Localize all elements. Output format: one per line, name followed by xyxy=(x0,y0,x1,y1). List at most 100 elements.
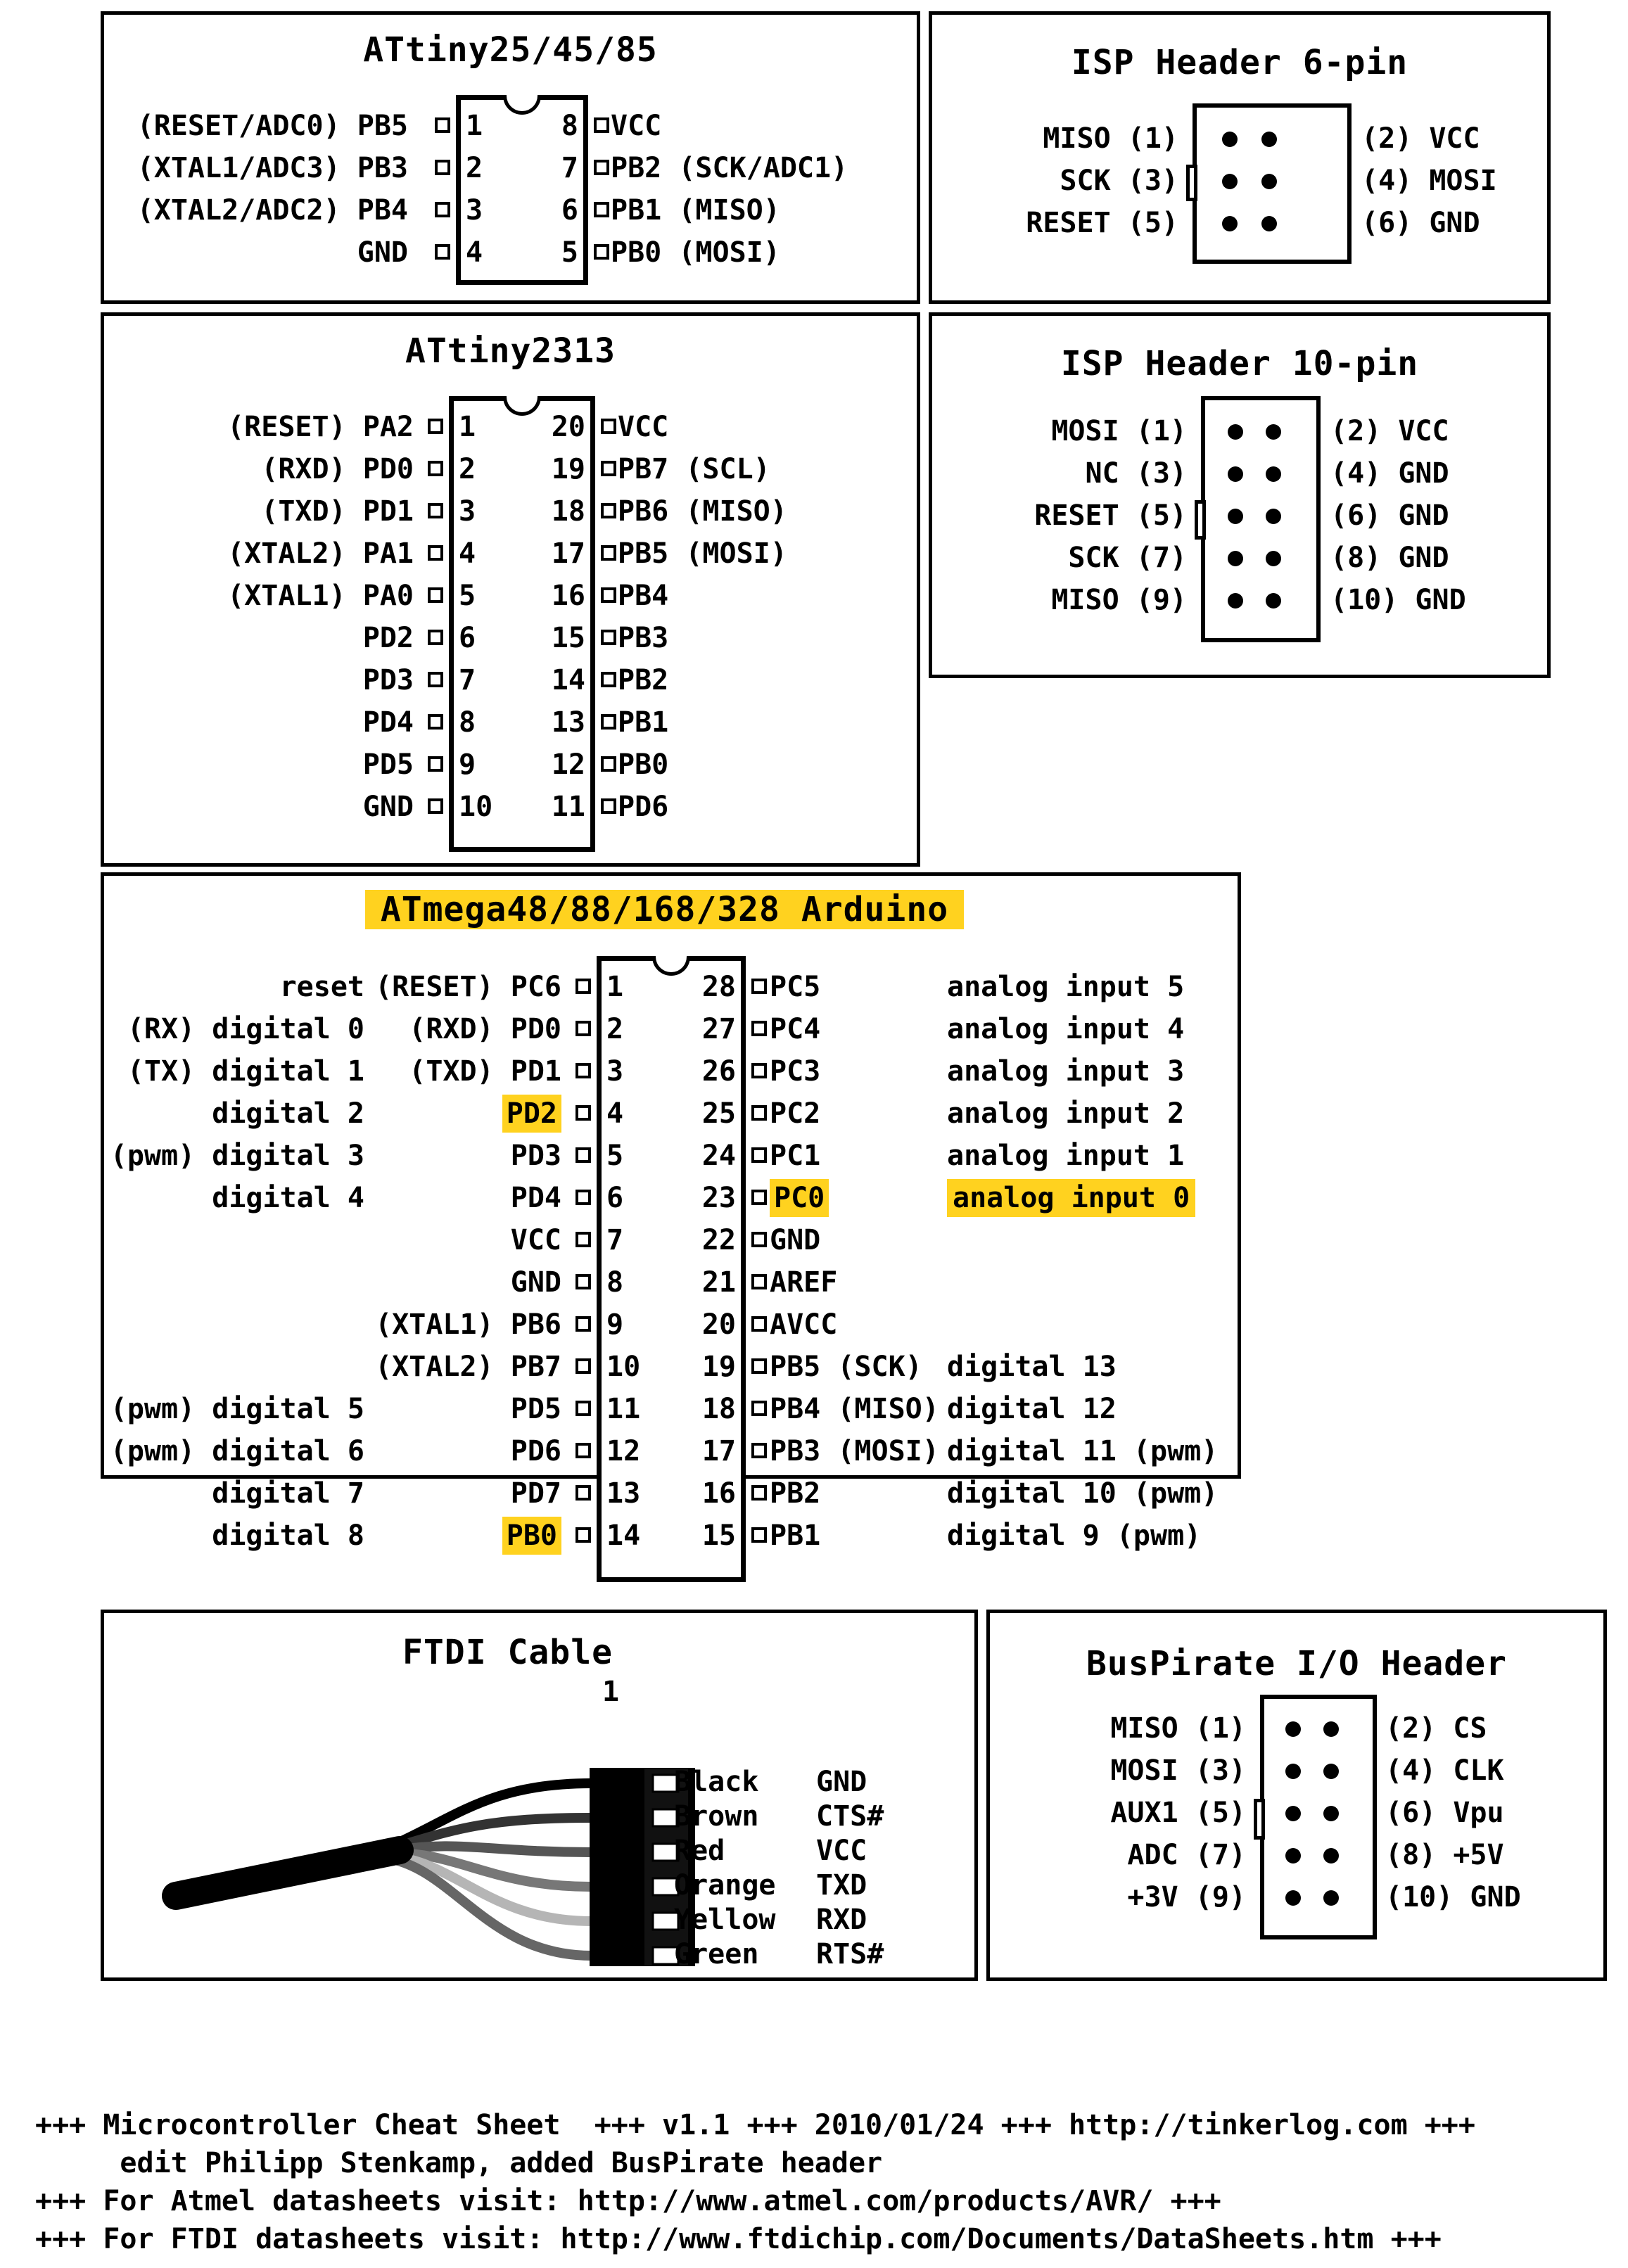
pin-pad xyxy=(428,587,443,603)
pin-pad xyxy=(575,1063,591,1078)
ftdi-wire xyxy=(388,1778,596,1850)
mcu-pin-text: (XTAL1) PB6 xyxy=(375,1308,561,1341)
pin-label: (TXD) PD1 xyxy=(261,495,414,528)
pin-number: 23 xyxy=(701,1182,736,1214)
pin-pad xyxy=(575,979,591,994)
mcu-pin-text: PD2 xyxy=(502,1095,561,1133)
pin-label: PB2 (SCK/ADC1) xyxy=(611,152,848,184)
footer-line-1: +++ Microcontroller Cheat Sheet +++ v1.1… xyxy=(35,2109,1475,2141)
buspirate-key xyxy=(1254,1799,1265,1840)
pin-pad xyxy=(428,503,443,518)
header-pin-label: (2) CS xyxy=(1385,1712,1487,1745)
mcu-pin-text: (TXD) PD1 xyxy=(409,1055,561,1088)
mcu-pin-label: PD5 xyxy=(196,1395,561,1423)
ftdi-pin1-label: 1 xyxy=(602,1676,620,1708)
pin-number: 18 xyxy=(701,1393,736,1425)
pin-label: (XTAL2) PA1 xyxy=(227,537,414,570)
atmega-chip xyxy=(597,956,746,1582)
ftdi-wire-signal: TXD xyxy=(816,1869,867,1901)
ftdi-cable-drawing xyxy=(162,1768,695,1966)
mcu-pin-text: GND xyxy=(510,1266,561,1299)
pin-pad xyxy=(428,630,443,645)
pin-pad xyxy=(601,672,616,687)
header-pin-label: MISO (1) xyxy=(1043,122,1178,155)
pin-number: 8 xyxy=(561,110,578,142)
pin-pad xyxy=(575,1147,591,1163)
header-pin xyxy=(1266,551,1281,566)
pin-pad xyxy=(594,244,609,260)
header-pin-label: (4) CLK xyxy=(1385,1754,1504,1787)
mcu-pin-text: PD3 xyxy=(510,1140,561,1172)
mcu-pin-label: (XTAL2) PB7 xyxy=(196,1353,561,1381)
ftdi-wire-color: Red xyxy=(674,1835,725,1867)
pin-pad xyxy=(575,1190,591,1205)
pin-label: PB0 (MOSI) xyxy=(611,236,780,269)
pin-label: (RESET/ADC0) PB5 xyxy=(136,110,408,142)
atmega-title-text: ATmega48/88/168/328 Arduino xyxy=(364,890,965,929)
header-pin-label: (8) GND xyxy=(1330,542,1449,574)
mcu-pin-label: (XTAL1) PB6 xyxy=(196,1311,561,1339)
pin-pad xyxy=(751,979,767,994)
mcu-pin-label: PB0 xyxy=(196,1517,561,1555)
arduino-pin-label: reset xyxy=(279,971,364,1003)
footer-line-2: edit Philipp Stenkamp, added BusPirate h… xyxy=(35,2147,883,2179)
mcu-pin-text: VCC xyxy=(510,1224,561,1256)
pin-label: VCC xyxy=(611,110,662,142)
header-pin xyxy=(1285,1806,1301,1821)
pin-number: 5 xyxy=(561,236,578,269)
pin-number: 5 xyxy=(459,580,476,612)
mcu-pin-text: PC3 xyxy=(770,1055,821,1088)
header-pin-label: (6) Vpu xyxy=(1385,1797,1504,1829)
pin-number: 27 xyxy=(701,1013,736,1045)
pin-label: VCC xyxy=(618,411,669,443)
header-pin xyxy=(1228,551,1243,566)
pin-pad xyxy=(428,419,443,434)
ftdi-pin-socket xyxy=(651,1911,680,1931)
pin-pad xyxy=(428,714,443,730)
pin-label: PB1 xyxy=(618,706,669,739)
header-pin-label: (6) GND xyxy=(1330,499,1449,532)
pin-number: 2 xyxy=(466,152,483,184)
mcu-pin-label: AREF xyxy=(770,1268,837,1297)
header-pin xyxy=(1261,216,1277,231)
pin-pad xyxy=(751,1485,767,1501)
arduino-pin-label: digital 4 xyxy=(212,1182,364,1214)
header-pin xyxy=(1323,1721,1339,1737)
mcu-pin-text: PC2 xyxy=(770,1097,821,1130)
mcu-pin-text: PB0 xyxy=(502,1517,561,1555)
mcu-pin-text: PD7 xyxy=(510,1477,561,1510)
mcu-pin-label: PD2 xyxy=(196,1095,561,1133)
attiny85-title: ATtiny25/45/85 xyxy=(363,30,658,70)
pin-label: (XTAL1/ADC3) PB3 xyxy=(136,152,408,184)
pin-pad xyxy=(428,756,443,772)
arduino-pin-text: digital 9 (pwm) xyxy=(947,1520,1202,1552)
pin-pad xyxy=(601,756,616,772)
header-pin-label: SCK (7) xyxy=(1068,542,1187,574)
pin-number: 11 xyxy=(606,1393,641,1425)
pin-pad xyxy=(751,1190,767,1205)
ftdi-wire xyxy=(388,1852,596,1926)
arduino-pin-text: digital 13 xyxy=(947,1351,1117,1383)
pin-number: 4 xyxy=(606,1097,624,1130)
pin-pad xyxy=(575,1232,591,1247)
mcu-pin-label: PB4 (MISO) xyxy=(770,1395,939,1423)
pin-label: PB0 xyxy=(618,748,669,781)
header-pin xyxy=(1285,1721,1301,1737)
mcu-pin-label: PC2 xyxy=(770,1100,820,1128)
ftdi-wire-color: Black xyxy=(674,1766,759,1798)
pin-number: 1 xyxy=(459,411,476,443)
pin-number: 4 xyxy=(466,236,483,269)
pin-number: 20 xyxy=(701,1308,736,1341)
arduino-pin-text: digital 10 (pwm) xyxy=(947,1477,1219,1510)
pin-pad xyxy=(575,1443,591,1458)
pin-label: GND xyxy=(362,791,414,823)
pin-pad xyxy=(428,798,443,814)
header-pin xyxy=(1285,1764,1301,1779)
pin-label: (XTAL2/ADC2) PB4 xyxy=(136,194,408,227)
mcu-pin-text: GND xyxy=(770,1224,821,1256)
pin-number: 2 xyxy=(459,453,476,485)
pin-pad xyxy=(601,714,616,730)
mcu-pin-text: PD5 xyxy=(510,1393,561,1425)
